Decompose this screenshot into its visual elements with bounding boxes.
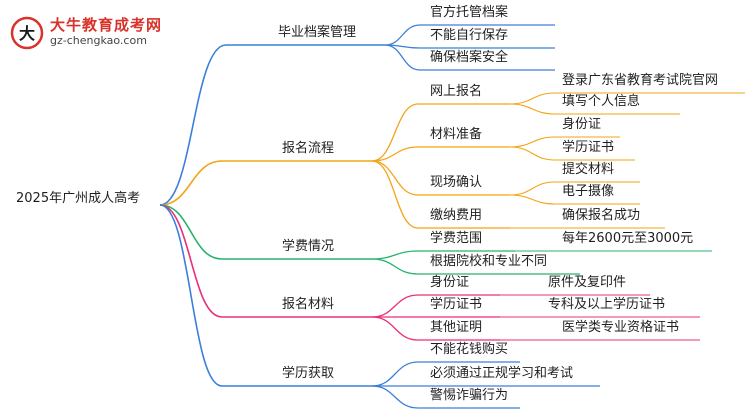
- child-node-0-1: 不能自行保存: [430, 28, 509, 43]
- child-link-4-0: [371, 361, 419, 387]
- leaf-node-1-1-0: 身份证: [562, 117, 602, 132]
- leaf-node-3-0-0: 原件及复印件: [548, 275, 627, 290]
- child-node-4-0: 不能花钱购买: [430, 342, 509, 357]
- child-node-0-2: 确保档案安全: [430, 50, 509, 65]
- branch-node-3: 报名材料: [282, 297, 335, 312]
- branch-link-0: [159, 44, 227, 206]
- leaf-link-1-1-1: [509, 146, 556, 161]
- branch-node-0: 毕业档案管理: [278, 25, 357, 40]
- child-link-2-1: [371, 258, 419, 275]
- site-logo[interactable]: 大 大牛教育成考网 gz-chengkao.com: [10, 12, 170, 52]
- leaf-link-1-2-1: [509, 194, 556, 205]
- leaf-node-1-2-0: 提交材料: [562, 162, 615, 177]
- child-node-1-2: 现场确认: [430, 175, 483, 190]
- child-link-1-0: [371, 103, 419, 162]
- leaf-node-2-0-0: 每年2600元至3000元: [562, 231, 694, 246]
- leaf-link-1-2-0: [509, 181, 556, 196]
- child-node-4-2: 警惕诈骗行为: [430, 388, 509, 403]
- leaf-node-3-2-0: 医学类专业资格证书: [562, 320, 680, 335]
- branch-link-4: [159, 204, 223, 387]
- leaf-node-1-1-1: 学历证书: [562, 140, 615, 155]
- branch-node-1: 报名流程: [282, 141, 335, 156]
- leaf-link-1-0-1: [509, 103, 556, 115]
- branch-link-3: [159, 204, 223, 318]
- leaf-node-1-0-0: 登录广东省教育考试院官网: [562, 73, 719, 88]
- child-link-0-2: [384, 44, 421, 71]
- child-link-1-1: [371, 146, 419, 162]
- logo-emblem: 大: [10, 16, 44, 50]
- child-node-3-1: 学历证书: [430, 297, 483, 312]
- child-node-1-1: 材料准备: [430, 127, 483, 142]
- leaf-link-1-0-0: [509, 92, 556, 105]
- child-link-4-2: [371, 385, 419, 409]
- branch-node-4: 学历获取: [282, 366, 335, 381]
- child-node-3-0: 身份证: [430, 275, 470, 290]
- child-node-2-1: 根据院校和专业不同: [430, 254, 548, 269]
- child-node-2-0: 学费范围: [430, 231, 483, 246]
- root-node: 2025年广州成人高考: [16, 191, 141, 206]
- branch-node-2: 学费情况: [282, 239, 335, 254]
- leaf-node-3-1-0: 专科及以上学历证书: [548, 297, 666, 312]
- child-link-2-0: [371, 250, 419, 260]
- branch-link-1: [159, 160, 223, 206]
- child-link-3-0: [371, 294, 419, 318]
- child-link-0-0: [384, 24, 421, 46]
- child-node-3-2: 其他证明: [430, 320, 483, 335]
- leaf-node-1-0-1: 填写个人信息: [562, 94, 641, 109]
- site-url: gz-chengkao.com: [50, 34, 147, 47]
- leaf-link-1-1-0: [509, 136, 556, 148]
- site-name: 大牛教育成考网: [50, 16, 163, 34]
- svg-text:大: 大: [19, 24, 35, 43]
- child-link-1-2: [371, 160, 419, 196]
- child-node-1-0: 网上报名: [430, 84, 483, 99]
- child-link-1-3: [371, 160, 419, 229]
- branch-link-2: [159, 204, 223, 260]
- child-node-0-0: 官方托管档案: [430, 5, 509, 20]
- leaf-node-1-3-0: 确保报名成功: [562, 208, 641, 223]
- child-link-3-2: [371, 316, 419, 341]
- leaf-node-1-2-1: 电子摄像: [562, 184, 615, 199]
- child-node-1-3: 缴纳费用: [430, 208, 483, 223]
- child-node-4-1: 必须通过正规学习和考试: [430, 366, 574, 381]
